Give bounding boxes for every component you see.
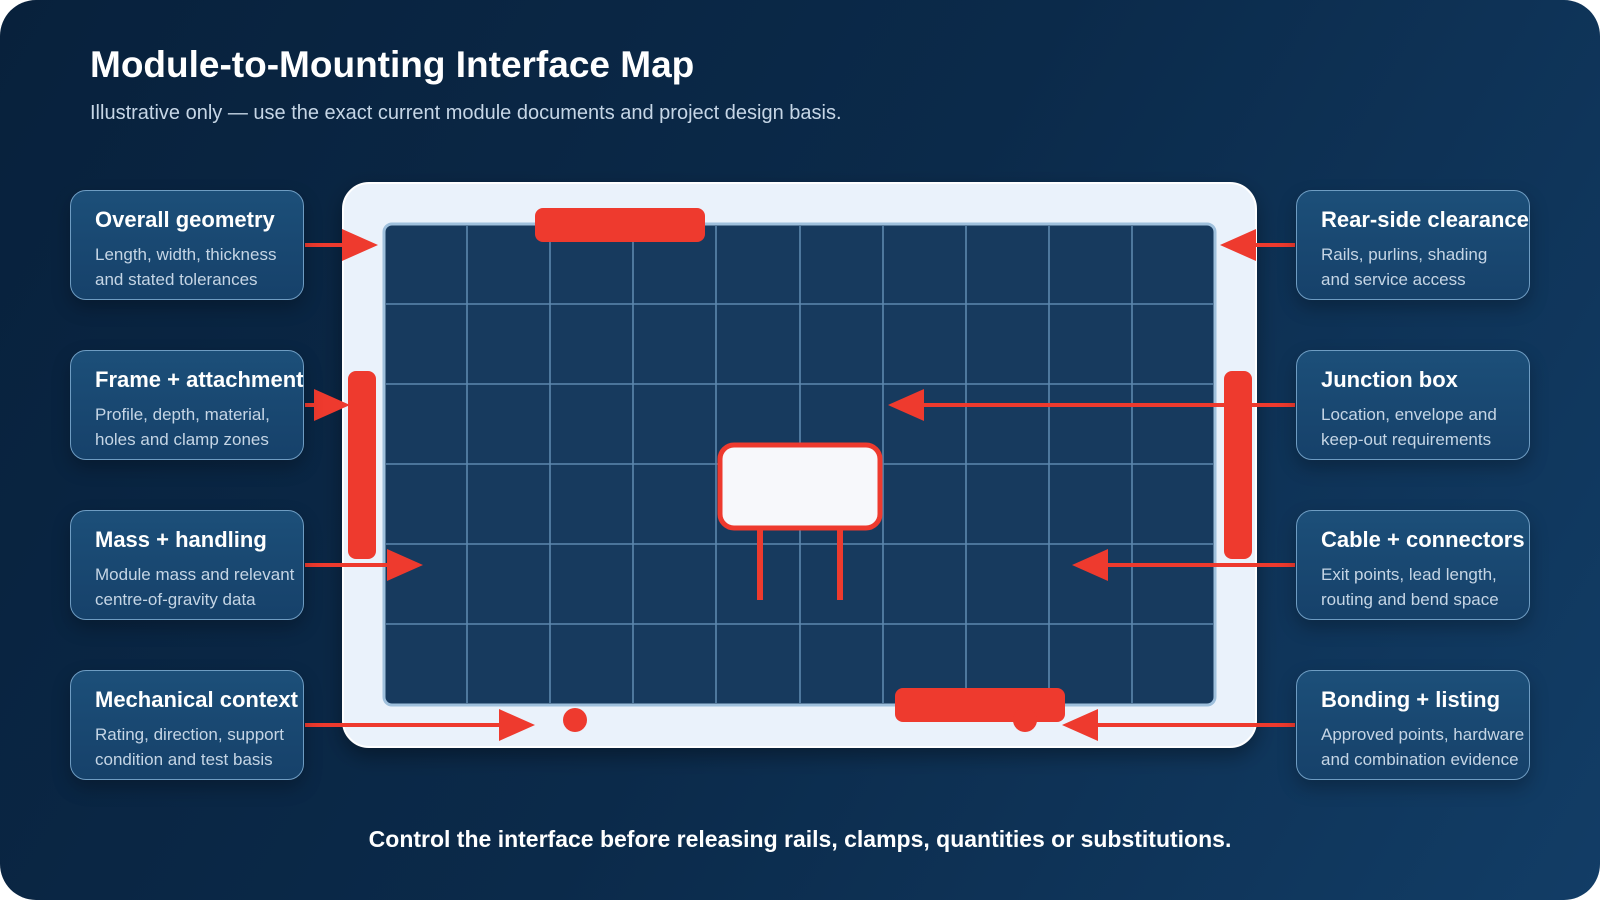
leader-arrows-right [888, 229, 1295, 741]
footer-note: Control the interface before releasing r… [368, 826, 1232, 852]
callout-line: and service access [1321, 270, 1466, 289]
callout-frame-attachment: Frame + attachment Profile, depth, mater… [70, 350, 304, 460]
callout-description: Approved points, hardware and combinatio… [1321, 722, 1524, 772]
callout-title: Mechanical context [95, 687, 298, 712]
arrow-overall-geometry-head [342, 229, 378, 261]
callout-description: Location, envelope and keep-out requirem… [1321, 402, 1497, 452]
arrow-frame-attachment-head [314, 389, 350, 421]
callout-line: and stated tolerances [95, 270, 258, 289]
leader-arrows-left [305, 229, 535, 741]
callout-title: Junction box [1321, 367, 1458, 392]
callout-line: Exit points, lead length, [1321, 565, 1497, 584]
callout-description: Rating, direction, support condition and… [95, 722, 284, 772]
callout-line: Module mass and relevant [95, 565, 295, 584]
bonding-point-right [1013, 708, 1037, 732]
page-subtitle: Illustrative only — use the exact curren… [90, 102, 842, 124]
top-clamp-zone [535, 208, 705, 242]
callout-rear-side-clearance: Rear-side clearance Rails, purlins, shad… [1296, 190, 1530, 300]
callout-description: Exit points, lead length, routing and be… [1321, 562, 1499, 612]
callout-mechanical-context: Mechanical context Rating, direction, su… [70, 670, 304, 780]
left-clamp-zone [348, 371, 376, 559]
callout-line: Length, width, thickness [95, 245, 277, 264]
callout-description: Profile, depth, material, holes and clam… [95, 402, 270, 452]
junction-box [717, 442, 883, 531]
arrow-bonding-listing-head [1062, 709, 1098, 741]
bonding-point-left [563, 708, 587, 732]
arrow-junction-box-head [888, 389, 924, 421]
callout-line: Profile, depth, material, [95, 405, 270, 424]
callout-description: Length, width, thickness and stated tole… [95, 242, 276, 292]
callout-junction-box: Junction box Location, envelope and keep… [1296, 350, 1530, 460]
callout-line: Rating, direction, support [95, 725, 284, 744]
callout-title: Bonding + listing [1321, 687, 1501, 712]
arrow-mass-handling-head [387, 549, 423, 581]
callout-title: Overall geometry [95, 207, 275, 232]
callout-bonding-listing: Bonding + listing Approved points, hardw… [1296, 670, 1530, 780]
callout-title: Rear-side clearance [1321, 207, 1529, 232]
callout-cable-connectors: Cable + connectors Exit points, lead len… [1296, 510, 1530, 620]
callout-line: Approved points, hardware [1321, 725, 1525, 744]
callout-line: condition and test basis [95, 750, 273, 769]
page-title: Module-to-Mounting Interface Map [90, 44, 695, 85]
callout-line: Location, envelope and [1321, 405, 1497, 424]
arrow-rear-clearance-head [1220, 229, 1256, 261]
callout-line: Rails, purlins, shading [1321, 245, 1488, 264]
callout-title: Mass + handling [95, 527, 267, 552]
callout-line: holes and clamp zones [95, 430, 269, 449]
arrow-mechanical-context-head [499, 709, 535, 741]
bottom-clamp-zone [895, 688, 1065, 722]
cell-grid [386, 226, 1213, 703]
callout-title: Cable + connectors [1321, 527, 1525, 552]
callout-overall-geometry: Overall geometry Length, width, thicknes… [70, 190, 304, 300]
callout-line: centre-of-gravity data [95, 590, 256, 609]
callout-description: Rails, purlins, shading and service acce… [1321, 242, 1487, 292]
right-clamp-zone [1224, 371, 1252, 559]
callout-line: and combination evidence [1321, 750, 1519, 769]
arrow-cable-connectors-head [1072, 549, 1108, 581]
callout-line: keep-out requirements [1321, 430, 1492, 449]
callout-line: routing and bend space [1321, 590, 1499, 609]
callout-description: Module mass and relevant centre-of-gravi… [95, 562, 294, 612]
callout-title: Frame + attachment [95, 367, 304, 392]
callout-mass-handling: Mass + handling Module mass and relevant… [70, 510, 304, 620]
